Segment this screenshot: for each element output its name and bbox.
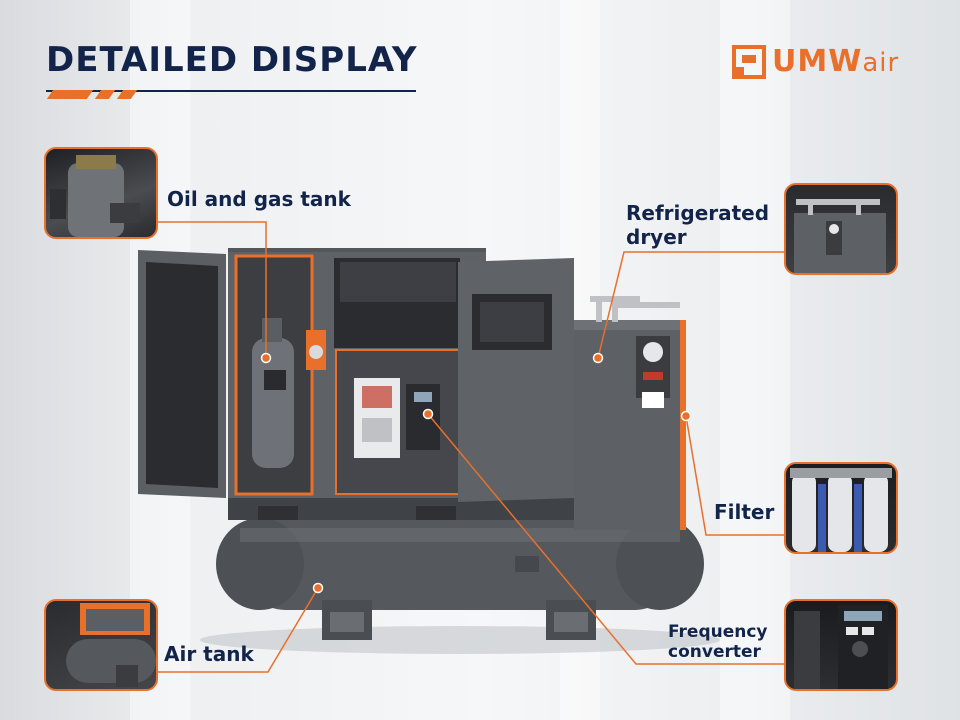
brand-logo: UMWair (732, 44, 899, 79)
filter-photo (790, 468, 892, 552)
callout-dot-oil-gas-tank (260, 352, 272, 364)
callout-dot-frequency-converter (422, 408, 434, 420)
thumbnail-refrigerated-dryer (784, 183, 898, 275)
label-frequency-converter-line1: Frequency (668, 622, 768, 642)
callout-line-frequency-converter (427, 413, 786, 665)
air-tank-photo (66, 603, 156, 687)
title-underline (46, 90, 416, 92)
oil-gas-tank-photo (50, 155, 140, 237)
callout-line-oil-gas-tank (158, 221, 267, 358)
callout-dot-filter (680, 410, 692, 422)
thumbnail-filter (784, 462, 898, 554)
callout-dot-refrigerated-dryer (592, 352, 604, 364)
thumbnail-frequency-converter (784, 599, 898, 691)
callout-line-air-tank (158, 587, 319, 673)
frequency-converter-photo (794, 605, 888, 689)
label-air-tank: Air tank (164, 642, 254, 666)
label-frequency-converter-line2: converter (668, 642, 761, 662)
callout-line-refrigerated-dryer (597, 251, 786, 359)
label-refrigerated-dryer-line1: Refrigerated (626, 201, 770, 225)
brand-name: UMWair (772, 44, 899, 79)
label-oil-gas-tank: Oil and gas tank (167, 187, 351, 211)
refrigerated-dryer-photo (794, 199, 886, 273)
label-refrigerated-dryer-line2: dryer (626, 225, 687, 249)
callout-line-filter (685, 415, 786, 536)
page-title: DETAILED DISPLAY (46, 40, 418, 80)
brand-name-bold: UMW (772, 44, 863, 79)
brand-name-light: air (862, 48, 900, 78)
thumbnail-air-tank (44, 599, 158, 691)
thumbnail-oil-gas-tank (44, 147, 158, 239)
background-light-streak (720, 0, 790, 720)
label-filter: Filter (714, 500, 775, 524)
callout-dot-air-tank (312, 582, 324, 594)
air-tank-shape (216, 518, 704, 610)
brand-mark-icon (732, 44, 766, 79)
